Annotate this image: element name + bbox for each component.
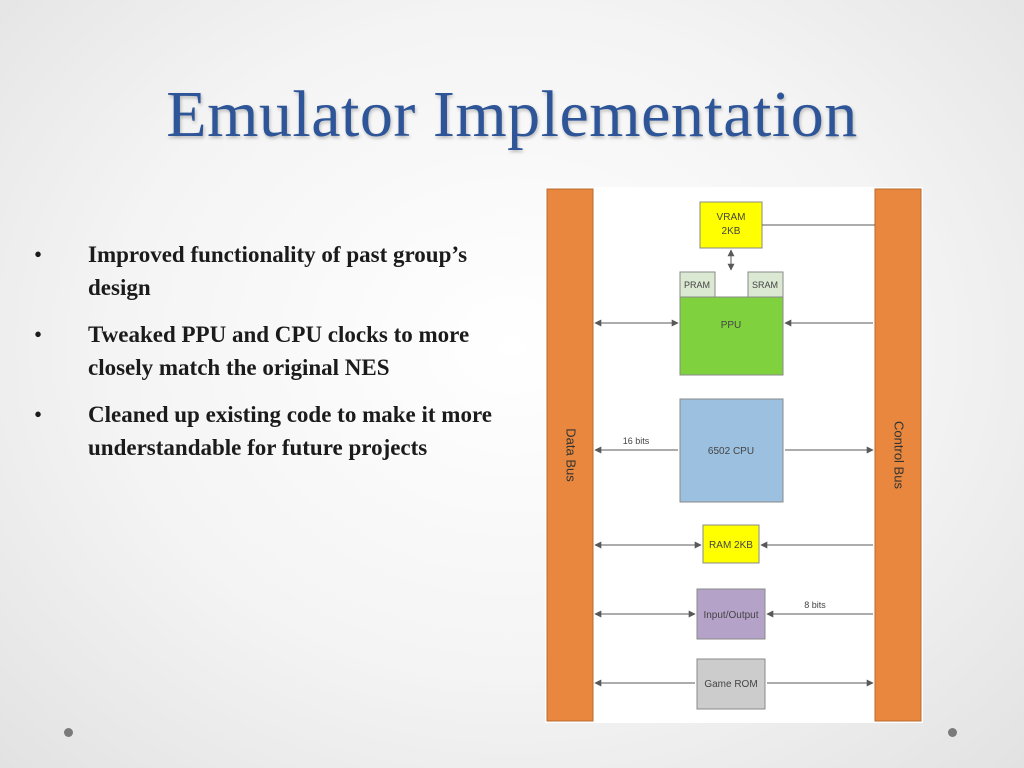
vram-block [699, 201, 763, 249]
cpu-bits-label: 16 bits [623, 436, 650, 446]
bullet-list: • Improved functionality of past group’s … [34, 238, 504, 478]
vram-size-label: 2KB [722, 226, 741, 237]
rom-label: Game ROM [704, 679, 757, 690]
architecture-diagram-svg: Data Bus Control Bus VRAM 2KB PRAM SRAM … [545, 187, 923, 723]
ram-label: RAM 2KB [709, 540, 753, 551]
sram-label: SRAM [752, 280, 778, 290]
ppu-label: PPU [721, 320, 742, 331]
corner-dot-left [64, 728, 73, 737]
rom-block [696, 658, 766, 710]
corner-dot-right [948, 728, 957, 737]
bullet-dot-icon: • [34, 402, 43, 427]
io-label: Input/Output [703, 610, 758, 621]
bullet-item: • Tweaked PPU and CPU clocks to more clos… [34, 318, 504, 384]
control-bus [874, 188, 922, 722]
io-block [696, 588, 766, 640]
pram-block [679, 271, 716, 298]
io-bits-label: 8 bits [804, 600, 826, 610]
sram-block [747, 271, 784, 298]
architecture-diagram: Data Bus Control Bus VRAM 2KB PRAM SRAM … [545, 187, 923, 723]
bullet-dot-icon: • [34, 242, 43, 267]
bullet-item: • Cleaned up existing code to make it mor… [34, 398, 504, 464]
control-bus-label: Control Bus [892, 421, 907, 489]
cpu-label: 6502 CPU [708, 446, 754, 457]
slide-title: Emulator Implementation [166, 78, 858, 151]
vram-label: VRAM [717, 212, 746, 223]
ram-block [702, 524, 760, 564]
bullet-dot-icon: • [34, 322, 43, 347]
pram-label: PRAM [684, 280, 710, 290]
data-bus [546, 188, 594, 722]
bullet-item: • Improved functionality of past group’s … [34, 238, 504, 304]
cpu-block [679, 398, 784, 503]
bullet-text: Cleaned up existing code to make it more… [88, 402, 492, 460]
bullet-text: Tweaked PPU and CPU clocks to more close… [88, 322, 470, 380]
bullet-text: Improved functionality of past group’s d… [88, 242, 468, 300]
data-bus-label: Data Bus [564, 428, 579, 482]
